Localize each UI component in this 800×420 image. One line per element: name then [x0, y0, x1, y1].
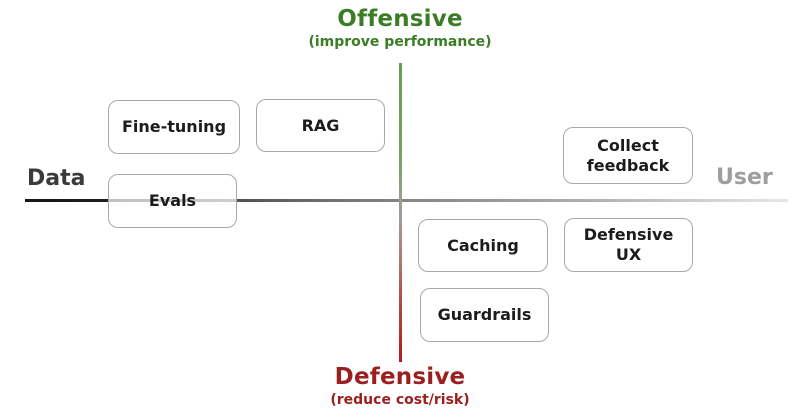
box-evals: Evals	[108, 174, 237, 228]
box-collect-feedback: Collect feedback	[563, 127, 693, 184]
box-caching-label: Caching	[447, 235, 519, 255]
defensive-axis-title: Defensive (reduce cost/risk)	[0, 364, 800, 408]
box-rag-label: RAG	[301, 115, 340, 135]
box-evals-label: Evals	[148, 191, 197, 210]
box-defensive-ux-label: Defensive UX	[583, 225, 674, 264]
box-defensive-ux: Defensive UX	[564, 218, 693, 272]
offensive-label: Offensive	[337, 6, 463, 32]
vertical-axis-line	[399, 63, 402, 362]
offensive-axis-title: Offensive (improve performance)	[0, 6, 800, 50]
user-axis-label: User	[716, 165, 773, 190]
box-fine-tuning-label: Fine-tuning	[121, 117, 227, 136]
box-guardrails: Guardrails	[420, 288, 549, 342]
box-fine-tuning: Fine-tuning	[108, 100, 240, 154]
defensive-label: Defensive	[334, 364, 466, 390]
box-rag: RAG	[256, 99, 385, 152]
box-collect-feedback-label: Collect feedback	[586, 135, 670, 175]
box-guardrails-label: Guardrails	[437, 305, 532, 324]
box-caching: Caching	[418, 219, 548, 272]
horizontal-axis-line	[25, 199, 788, 202]
defensive-sublabel: (reduce cost/risk)	[330, 392, 470, 408]
data-axis-label: Data	[27, 166, 86, 191]
offensive-sublabel: (improve performance)	[308, 34, 492, 50]
